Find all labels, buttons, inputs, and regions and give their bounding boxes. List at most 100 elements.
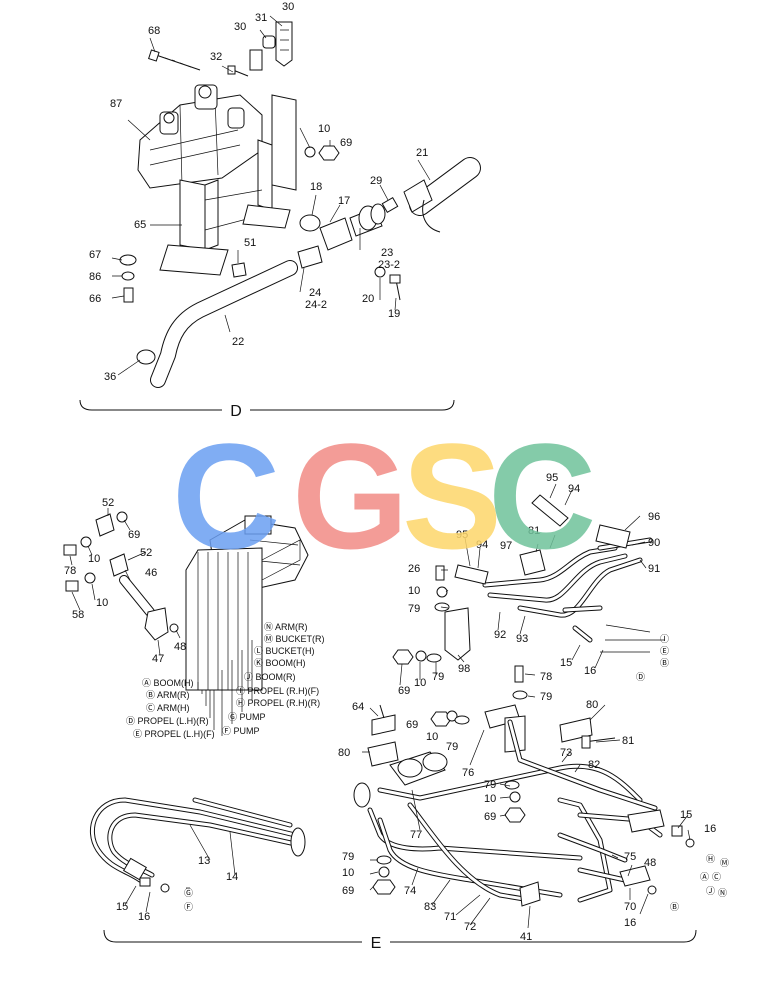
callout-18: 18 — [310, 181, 322, 193]
callout-69: 69 — [342, 885, 354, 897]
callout-78: 78 — [540, 671, 552, 683]
port-tag: Ⓜ — [720, 858, 729, 868]
port-label-propel-lh-r: Ⓓ PROPEL (L.H)(R) — [126, 716, 209, 726]
callout-79: 79 — [342, 851, 354, 863]
callout-92: 92 — [494, 629, 506, 641]
port-tag: Ⓔ — [660, 646, 669, 656]
section-e-bracket — [103, 929, 697, 943]
callout-23-2: 23-2 — [378, 259, 400, 271]
callout-83: 83 — [424, 901, 436, 913]
port-tag: Ⓕ — [184, 902, 193, 912]
port-label-propel-rh-r: Ⓗ PROPEL (R.H)(R) — [236, 698, 320, 708]
callout-81: 81 — [622, 735, 634, 747]
callout-69: 69 — [484, 811, 496, 823]
callout-51: 51 — [244, 237, 256, 249]
callout-67: 67 — [89, 249, 101, 261]
callout-16: 16 — [584, 665, 596, 677]
callout-46: 46 — [145, 567, 157, 579]
callout-10: 10 — [342, 867, 354, 879]
callout-69: 69 — [128, 529, 140, 541]
callout-95: 95 — [546, 472, 558, 484]
port-tag: Ⓓ — [636, 672, 645, 682]
callout-30: 30 — [234, 21, 246, 33]
section-e-label: E — [371, 935, 382, 952]
callout-72: 72 — [464, 921, 476, 933]
port-tag: Ⓝ — [718, 888, 727, 898]
port-tag: Ⓒ — [712, 872, 721, 882]
callout-82: 82 — [588, 759, 600, 771]
port-tag: Ⓐ — [700, 872, 709, 882]
section-e-drawing — [63, 483, 695, 929]
port-label-boom-h: Ⓚ BOOM(H) — [254, 658, 306, 668]
port-tag: Ⓗ — [706, 854, 715, 864]
port-label-boom-r: Ⓙ BOOM(R) — [244, 672, 296, 682]
port-label-arm-r: Ⓝ ARM(R) — [264, 622, 308, 632]
callout-76: 76 — [462, 767, 474, 779]
callout-79: 79 — [484, 779, 496, 791]
callout-14: 14 — [226, 871, 238, 883]
callout-23: 23 — [381, 247, 393, 259]
callout-29: 29 — [370, 175, 382, 187]
callout-52: 52 — [140, 547, 152, 559]
callout-78: 78 — [64, 565, 76, 577]
callout-16: 16 — [624, 917, 636, 929]
callout-47: 47 — [152, 653, 164, 665]
callout-10: 10 — [88, 553, 100, 565]
callout-75: 75 — [624, 851, 636, 863]
port-label-pump-g: Ⓖ PUMP — [228, 712, 266, 722]
callout-numbers: 30 31 30 68 32 87 10 69 21 18 29 17 65 2… — [64, 1, 716, 943]
callout-24: 24 — [309, 287, 321, 299]
port-tag: Ⓘ — [660, 634, 669, 644]
callout-19: 19 — [388, 308, 400, 320]
callout-80: 80 — [586, 699, 598, 711]
callout-15: 15 — [116, 901, 128, 913]
port-label-boom-h-a: Ⓐ BOOM(H) — [142, 678, 194, 688]
callout-30: 30 — [282, 1, 294, 13]
callout-22: 22 — [232, 336, 244, 348]
watermark-letter-c2: C — [488, 412, 596, 580]
callout-68: 68 — [148, 25, 160, 37]
port-tag: Ⓖ — [184, 888, 193, 898]
callout-16: 16 — [138, 911, 150, 923]
port-label-pump-f: Ⓕ PUMP — [222, 726, 260, 736]
callout-98: 98 — [458, 663, 470, 675]
callout-24-2: 24-2 — [305, 299, 327, 311]
callout-86: 86 — [89, 271, 101, 283]
section-d-label: D — [230, 403, 242, 420]
callout-48: 48 — [644, 857, 656, 869]
port-tag: Ⓙ — [706, 886, 715, 896]
callout-80: 80 — [338, 747, 350, 759]
callout-96: 96 — [648, 511, 660, 523]
callout-77: 77 — [410, 829, 422, 841]
port-tag: Ⓑ — [670, 902, 679, 912]
callout-81: 81 — [528, 525, 540, 537]
callout-95: 95 — [456, 529, 468, 541]
callout-20: 20 — [362, 293, 374, 305]
callout-16: 16 — [704, 823, 716, 835]
port-label-propel-lh-f: Ⓔ PROPEL (L.H)(F) — [133, 729, 215, 739]
callout-91: 91 — [648, 563, 660, 575]
port-label-arm-h-c: Ⓒ ARM(H) — [146, 703, 190, 713]
callout-17: 17 — [338, 195, 350, 207]
port-tags: Ⓘ Ⓔ Ⓑ Ⓓ Ⓗ Ⓜ Ⓐ Ⓒ Ⓙ Ⓝ Ⓑ Ⓖ Ⓕ — [184, 634, 729, 912]
callout-41: 41 — [520, 931, 532, 943]
callout-10: 10 — [426, 731, 438, 743]
callout-79: 79 — [540, 691, 552, 703]
watermark: C G S C — [172, 412, 596, 580]
callout-74: 74 — [404, 885, 416, 897]
callout-10: 10 — [96, 597, 108, 609]
callout-15: 15 — [560, 657, 572, 669]
section-d-bracket — [79, 399, 455, 411]
callout-90: 90 — [648, 537, 660, 549]
section-d-drawing — [111, 15, 481, 388]
callout-26: 26 — [408, 563, 420, 575]
callout-94: 94 — [476, 539, 488, 551]
port-label-arm-r-b: Ⓑ ARM(R) — [146, 690, 190, 700]
callout-97: 97 — [500, 540, 512, 552]
callout-58: 58 — [72, 609, 84, 621]
callout-79: 79 — [446, 741, 458, 753]
port-label-bucket-r: Ⓜ BUCKET(R) — [264, 634, 325, 644]
callout-69: 69 — [406, 719, 418, 731]
callout-93: 93 — [516, 633, 528, 645]
